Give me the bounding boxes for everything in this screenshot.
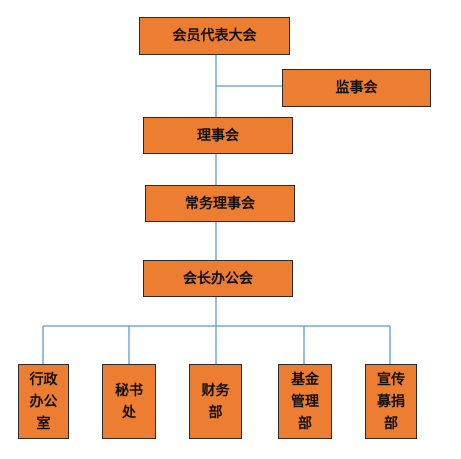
node-council: 理事会 [143, 117, 293, 154]
node-supervisory-board-label: 监事会 [335, 80, 378, 96]
dept-secretariat-line-2: 处 [122, 404, 136, 421]
dept-finance-line-2: 部 [208, 404, 223, 421]
node-general-assembly: 会员代表大会 [139, 17, 290, 55]
dept-admin-office-line-1: 行政 [29, 371, 58, 388]
dept-publicity-fundraising: 宣传 募捐 部 [365, 364, 417, 439]
dept-admin-office-line-2: 办公 [29, 393, 58, 410]
dept-fund-management-line-3: 部 [298, 415, 312, 432]
node-general-assembly-label: 会员代表大会 [172, 28, 257, 44]
dept-secretariat: 秘书 处 [102, 364, 156, 439]
node-standing-council-label: 常务理事会 [185, 195, 255, 212]
node-supervisory-board: 监事会 [282, 69, 431, 107]
dept-fund-management-line-1: 基金 [291, 371, 319, 388]
dept-admin-office: 行政 办公 室 [18, 364, 69, 439]
dept-finance-line-1: 财务 [201, 382, 230, 399]
node-council-label: 理事会 [197, 127, 239, 144]
dept-fund-management-line-2: 管理 [291, 393, 319, 410]
dept-admin-office-line-3: 室 [36, 415, 51, 432]
dept-publicity-fundraising-line-1: 宣传 [377, 371, 405, 388]
dept-finance: 财务 部 [189, 364, 242, 439]
dept-publicity-fundraising-line-3: 部 [384, 415, 398, 432]
dept-publicity-fundraising-line-2: 募捐 [377, 393, 405, 410]
dept-secretariat-line-1: 秘书 [115, 382, 143, 399]
dept-fund-management: 基金 管理 部 [278, 364, 332, 439]
node-standing-council: 常务理事会 [145, 185, 295, 222]
node-president-office-meeting: 会长办公会 [143, 260, 293, 297]
node-president-office-meeting-label: 会长办公会 [183, 270, 253, 287]
